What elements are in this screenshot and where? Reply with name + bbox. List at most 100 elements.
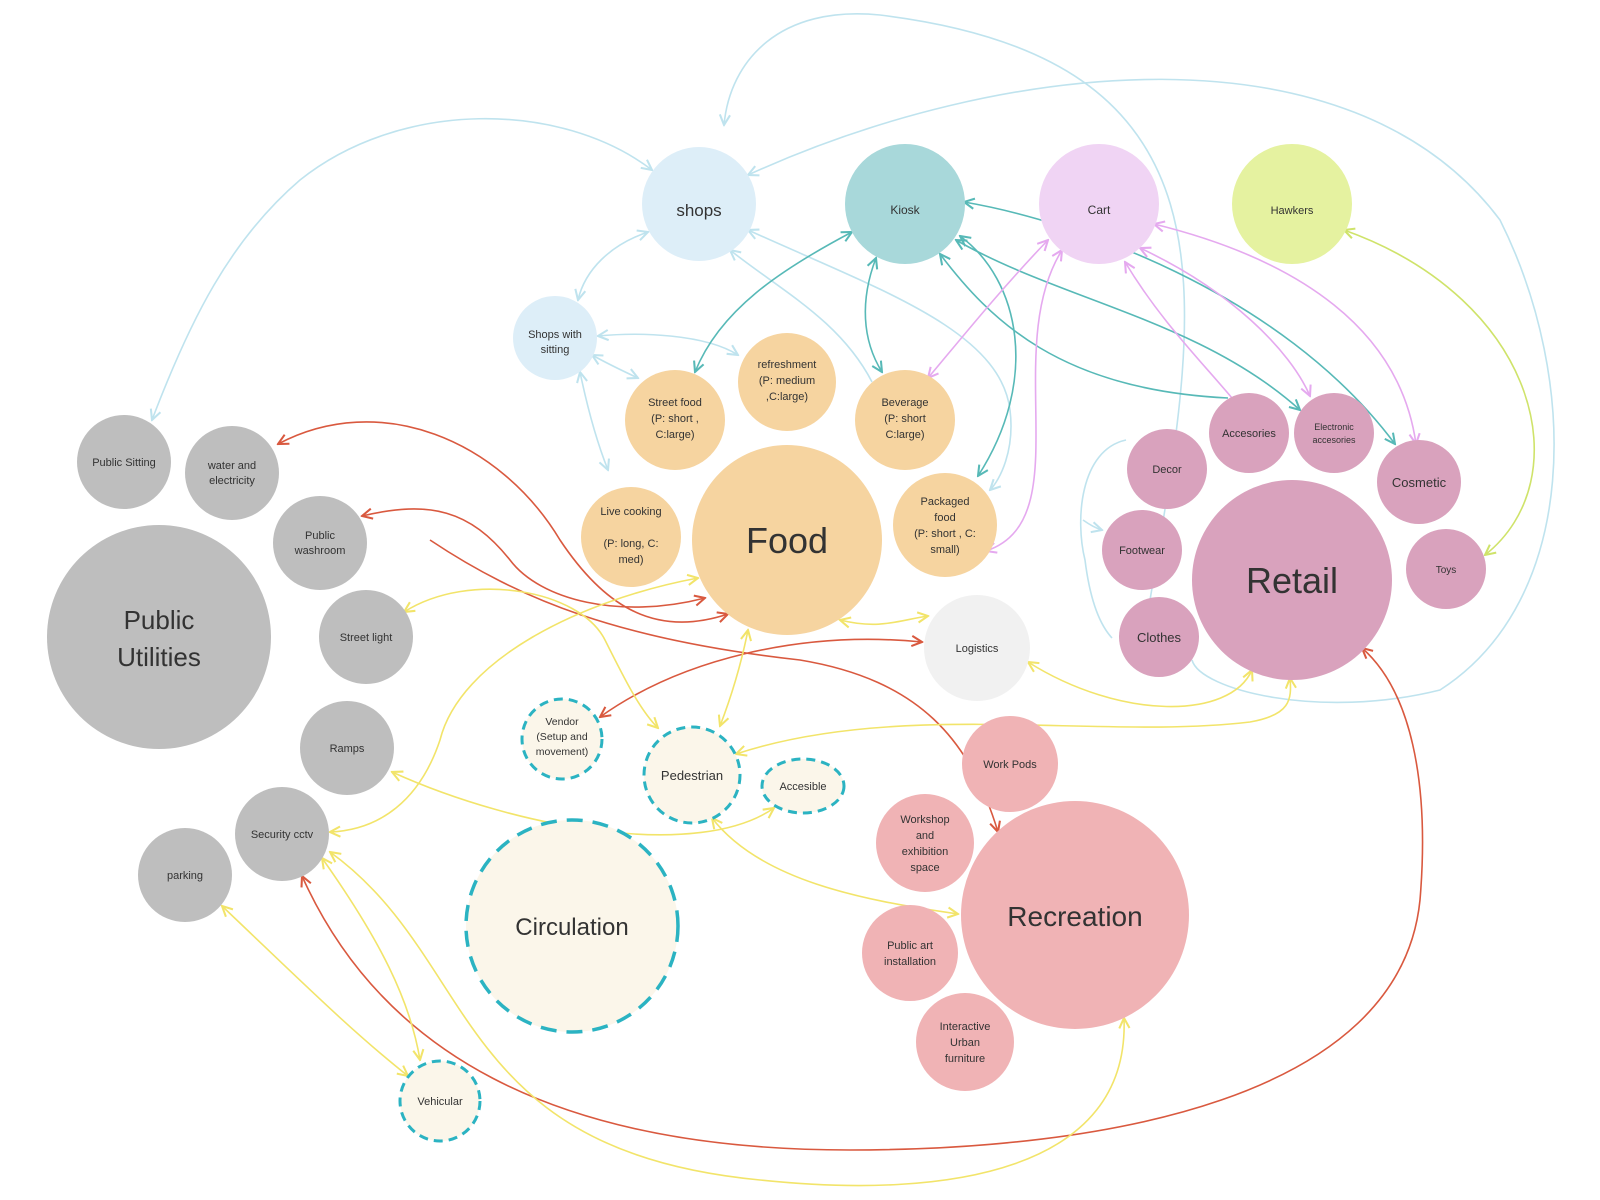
node-work-pods[interactable]: Work Pods [962,716,1058,812]
connector-vendor-logistics [600,639,922,717]
node-retail-label: Retail [1246,560,1338,601]
node-hawkers-label: Hawkers [1271,205,1314,217]
node-decor-label: Decor [1152,464,1182,476]
node-accesories-label: Accesories [1222,428,1276,440]
node-cosmetic-label: Cosmetic [1392,475,1447,490]
connector-parking-vehicular [222,906,408,1076]
node-vehicular-label: Vehicular [417,1096,463,1108]
node-refreshment-label: refreshment(P: medium,C:large) [758,359,817,403]
node-toys[interactable]: Toys [1406,529,1486,609]
connector-shops-public-sitting [152,117,652,420]
node-circulation-label: Circulation [515,914,628,941]
node-clothes[interactable]: Clothes [1119,597,1199,677]
node-street-light-label: Street light [340,632,393,644]
node-kiosk-label: Kiosk [890,203,920,217]
connector-food-logistics [840,616,928,624]
node-shops[interactable]: shops [642,147,756,261]
connector-cart-electronic [1140,248,1310,396]
node-logistics-label: Logistics [956,643,999,655]
connector-cart-accesories [1125,262,1233,399]
node-accesible[interactable]: Accesible [760,757,846,815]
node-kiosk[interactable]: Kiosk [845,144,965,264]
node-public-sitting[interactable]: Public Sitting [77,415,171,509]
connector-kiosk-beverage [864,258,882,372]
connector-cart-packaged [986,250,1062,551]
connector-kiosk-streetfood [695,232,852,372]
connector-shops-sitting [578,232,648,300]
node-work-pods-label: Work Pods [983,759,1037,771]
node-clothes-label: Clothes [1137,630,1182,645]
connector-kiosk-packaged [960,236,1017,476]
node-vehicular[interactable]: Vehicular [398,1059,482,1143]
node-street-light[interactable]: Street light [319,590,413,684]
node-parking[interactable]: parking [138,828,232,922]
node-food-label: Food [746,520,828,561]
connector-cctv-recreation [330,852,1124,1187]
node-toys-label: Toys [1436,565,1457,576]
connector-sitting-refreshment [598,334,738,355]
connector-food-pedestrian [720,630,748,726]
connector-sitting-streetfood [592,355,638,378]
node-recreation[interactable]: Recreation [961,801,1189,1029]
node-parking-label: parking [167,870,203,882]
node-cart[interactable]: Cart [1039,144,1159,264]
node-ramps[interactable]: Ramps [300,701,394,795]
connector-cctv-retail [302,648,1424,1151]
node-hawkers[interactable]: Hawkers [1232,144,1352,264]
node-public-sitting-label: Public Sitting [92,457,156,469]
node-shops-label: shops [676,201,721,220]
node-ramps-label: Ramps [330,743,365,755]
node-decor[interactable]: Decor [1127,429,1207,509]
connector-pedestrian-retail [736,678,1291,754]
node-live-cooking[interactable]: Live cooking(P: long, C:med) [581,487,681,587]
node-pedestrian-label: Pedestrian [661,768,723,783]
connector-retail-clothes [1079,439,1127,639]
node-cart-label: Cart [1088,203,1111,217]
connector-retail-footwear [1082,519,1102,530]
node-footwear-label: Footwear [1119,545,1165,557]
node-security-cctv-label: Security cctv [251,829,314,841]
node-food[interactable]: Food [692,445,882,635]
node-pedestrian[interactable]: Pedestrian [642,725,742,825]
node-cosmetic[interactable]: Cosmetic [1377,440,1461,524]
node-footwear[interactable]: Footwear [1102,510,1182,590]
node-accesible-label: Accesible [779,781,826,793]
node-logistics[interactable]: Logistics [924,595,1030,701]
node-refreshment[interactable]: refreshment(P: medium,C:large) [738,333,836,431]
node-accesories[interactable]: Accesories [1209,393,1289,473]
connector-hawkers-toys [1344,230,1536,555]
node-street-food[interactable]: Street food(P: short ,C:large) [625,370,725,470]
node-recreation-label: Recreation [1007,901,1142,932]
node-live-cooking-label: Live cooking(P: long, C:med) [600,506,661,566]
node-retail[interactable]: Retail [1192,480,1392,680]
connector-streetlight-pedestrian [404,588,658,728]
node-security-cctv[interactable]: Security cctv [235,787,329,881]
node-street-food-label: Street food(P: short ,C:large) [648,397,702,441]
connector-sitting-livecooking [580,372,608,470]
node-circulation[interactable]: Circulation [464,818,680,1034]
